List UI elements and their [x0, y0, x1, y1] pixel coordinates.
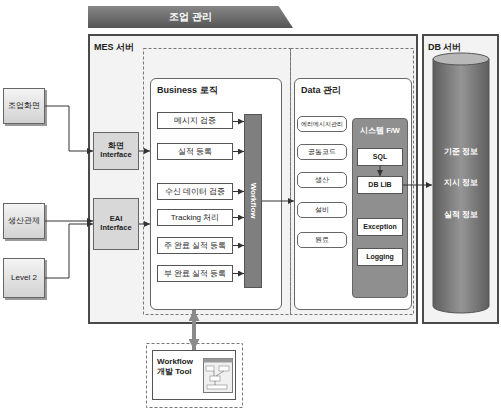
node-label: Logging [366, 253, 394, 261]
connector [45, 106, 93, 151]
node-label: 실적 정보 [444, 210, 478, 219]
connector [233, 151, 244, 152]
node-label: Workflow [248, 183, 257, 219]
node-label: Level 2 [11, 273, 37, 282]
dashed-region [144, 49, 291, 315]
framework-box: 시스템 F/W SQL DB LIB ExceptionLogging [352, 118, 408, 298]
screenshot-icon [204, 359, 233, 393]
connector [192, 310, 196, 350]
workflow-bar: Workflow [244, 114, 262, 288]
node-label: 원료 [315, 236, 329, 243]
title-text: 조업 관리 [169, 11, 212, 23]
connector [262, 201, 294, 202]
process-box: 수신 데이터 검증 [157, 183, 233, 200]
process-box: 주 완료 실적 등록 [157, 237, 233, 254]
process-box: 부 완료 실적 등록 [157, 265, 233, 282]
node-label: 공통코드 [308, 148, 336, 155]
process-box: Tracking 처리 [157, 209, 233, 226]
node-label: 화면 Interface [94, 142, 138, 159]
node-label: Workflow 개발 Tool [153, 351, 201, 377]
node-label: 부 완료 실적 등록 [164, 269, 227, 278]
data-panel: Data 관리에러메시지관리공통코드생산설비원료 시스템 F/W SQL DB LIB… [294, 78, 412, 310]
title-banner: 조업 관리 [88, 6, 293, 28]
external-system: 생산관제 [3, 203, 45, 239]
logic-panel: Business 로직메시지 검증실적 등록수신 데이터 검증 Tracking … [150, 78, 282, 310]
connector [233, 273, 244, 274]
node-label: SQL [373, 153, 387, 161]
node-label: Data 관리 [295, 81, 347, 99]
node-label: 생산관제 [8, 216, 40, 225]
server-box: MES 서버화면 InterfaceEAI Interface Business … [88, 34, 418, 324]
connector [233, 121, 244, 122]
node-label: 지시 정보 [444, 178, 478, 187]
connector [380, 166, 381, 176]
connector [45, 221, 93, 222]
connector [233, 245, 244, 246]
node-label: 주 완료 실적 등록 [164, 241, 227, 250]
connector [139, 224, 150, 225]
module-box: Logging [357, 248, 403, 266]
node-label: MES 서버 [90, 40, 138, 54]
node-label: 에러메시지관리 [301, 121, 343, 128]
node-label: Tracking 처리 [171, 213, 220, 222]
process-box: 실적 등록 [157, 143, 233, 160]
node-label: Business 로직 [151, 81, 224, 99]
module-box: DB LIB [357, 176, 403, 194]
node-label: DB 서버 [424, 40, 466, 54]
data-box: 공통코드 [297, 144, 347, 160]
node-label: 실적 등록 [178, 147, 212, 156]
node-label: EAI Interface [94, 215, 138, 232]
external-system: 조업화면 [3, 88, 45, 124]
node-label: 조업화면 [8, 101, 40, 110]
node-label: 설비 [315, 206, 329, 213]
dashed-region [147, 344, 243, 408]
node-label: DB LIB [368, 181, 391, 189]
data-box: 생산 [297, 172, 347, 188]
connector [233, 191, 244, 192]
node-label: 기준 정보 [444, 147, 478, 156]
connector [139, 151, 150, 152]
connector [233, 217, 244, 218]
node-label: 수신 데이터 검증 [165, 187, 225, 196]
data-box: 설비 [297, 202, 347, 218]
external-system: Level 2 [3, 258, 45, 298]
process-box: 메시지 검증 [157, 112, 233, 129]
node-label: 생산 [315, 176, 329, 183]
server-box: DB 서버기준 정보지시 정보실적 정보 [422, 34, 499, 324]
connector [403, 185, 432, 186]
node-label: Exception [363, 223, 396, 231]
module-box: Exception [357, 218, 403, 236]
interface-box: EAI Interface [93, 198, 139, 250]
data-box: 원료 [297, 232, 347, 248]
interface-box: 화면 Interface [93, 132, 139, 170]
connector [45, 224, 93, 278]
data-box: 에러메시지관리 [297, 116, 347, 132]
database-cylinder: 기준 정보지시 정보실적 정보 [432, 52, 490, 314]
dashed-region [291, 49, 414, 315]
node-label: 메시지 검증 [174, 116, 216, 125]
node-label: 시스템 F/W [360, 123, 400, 136]
module-box: SQL [357, 148, 403, 166]
